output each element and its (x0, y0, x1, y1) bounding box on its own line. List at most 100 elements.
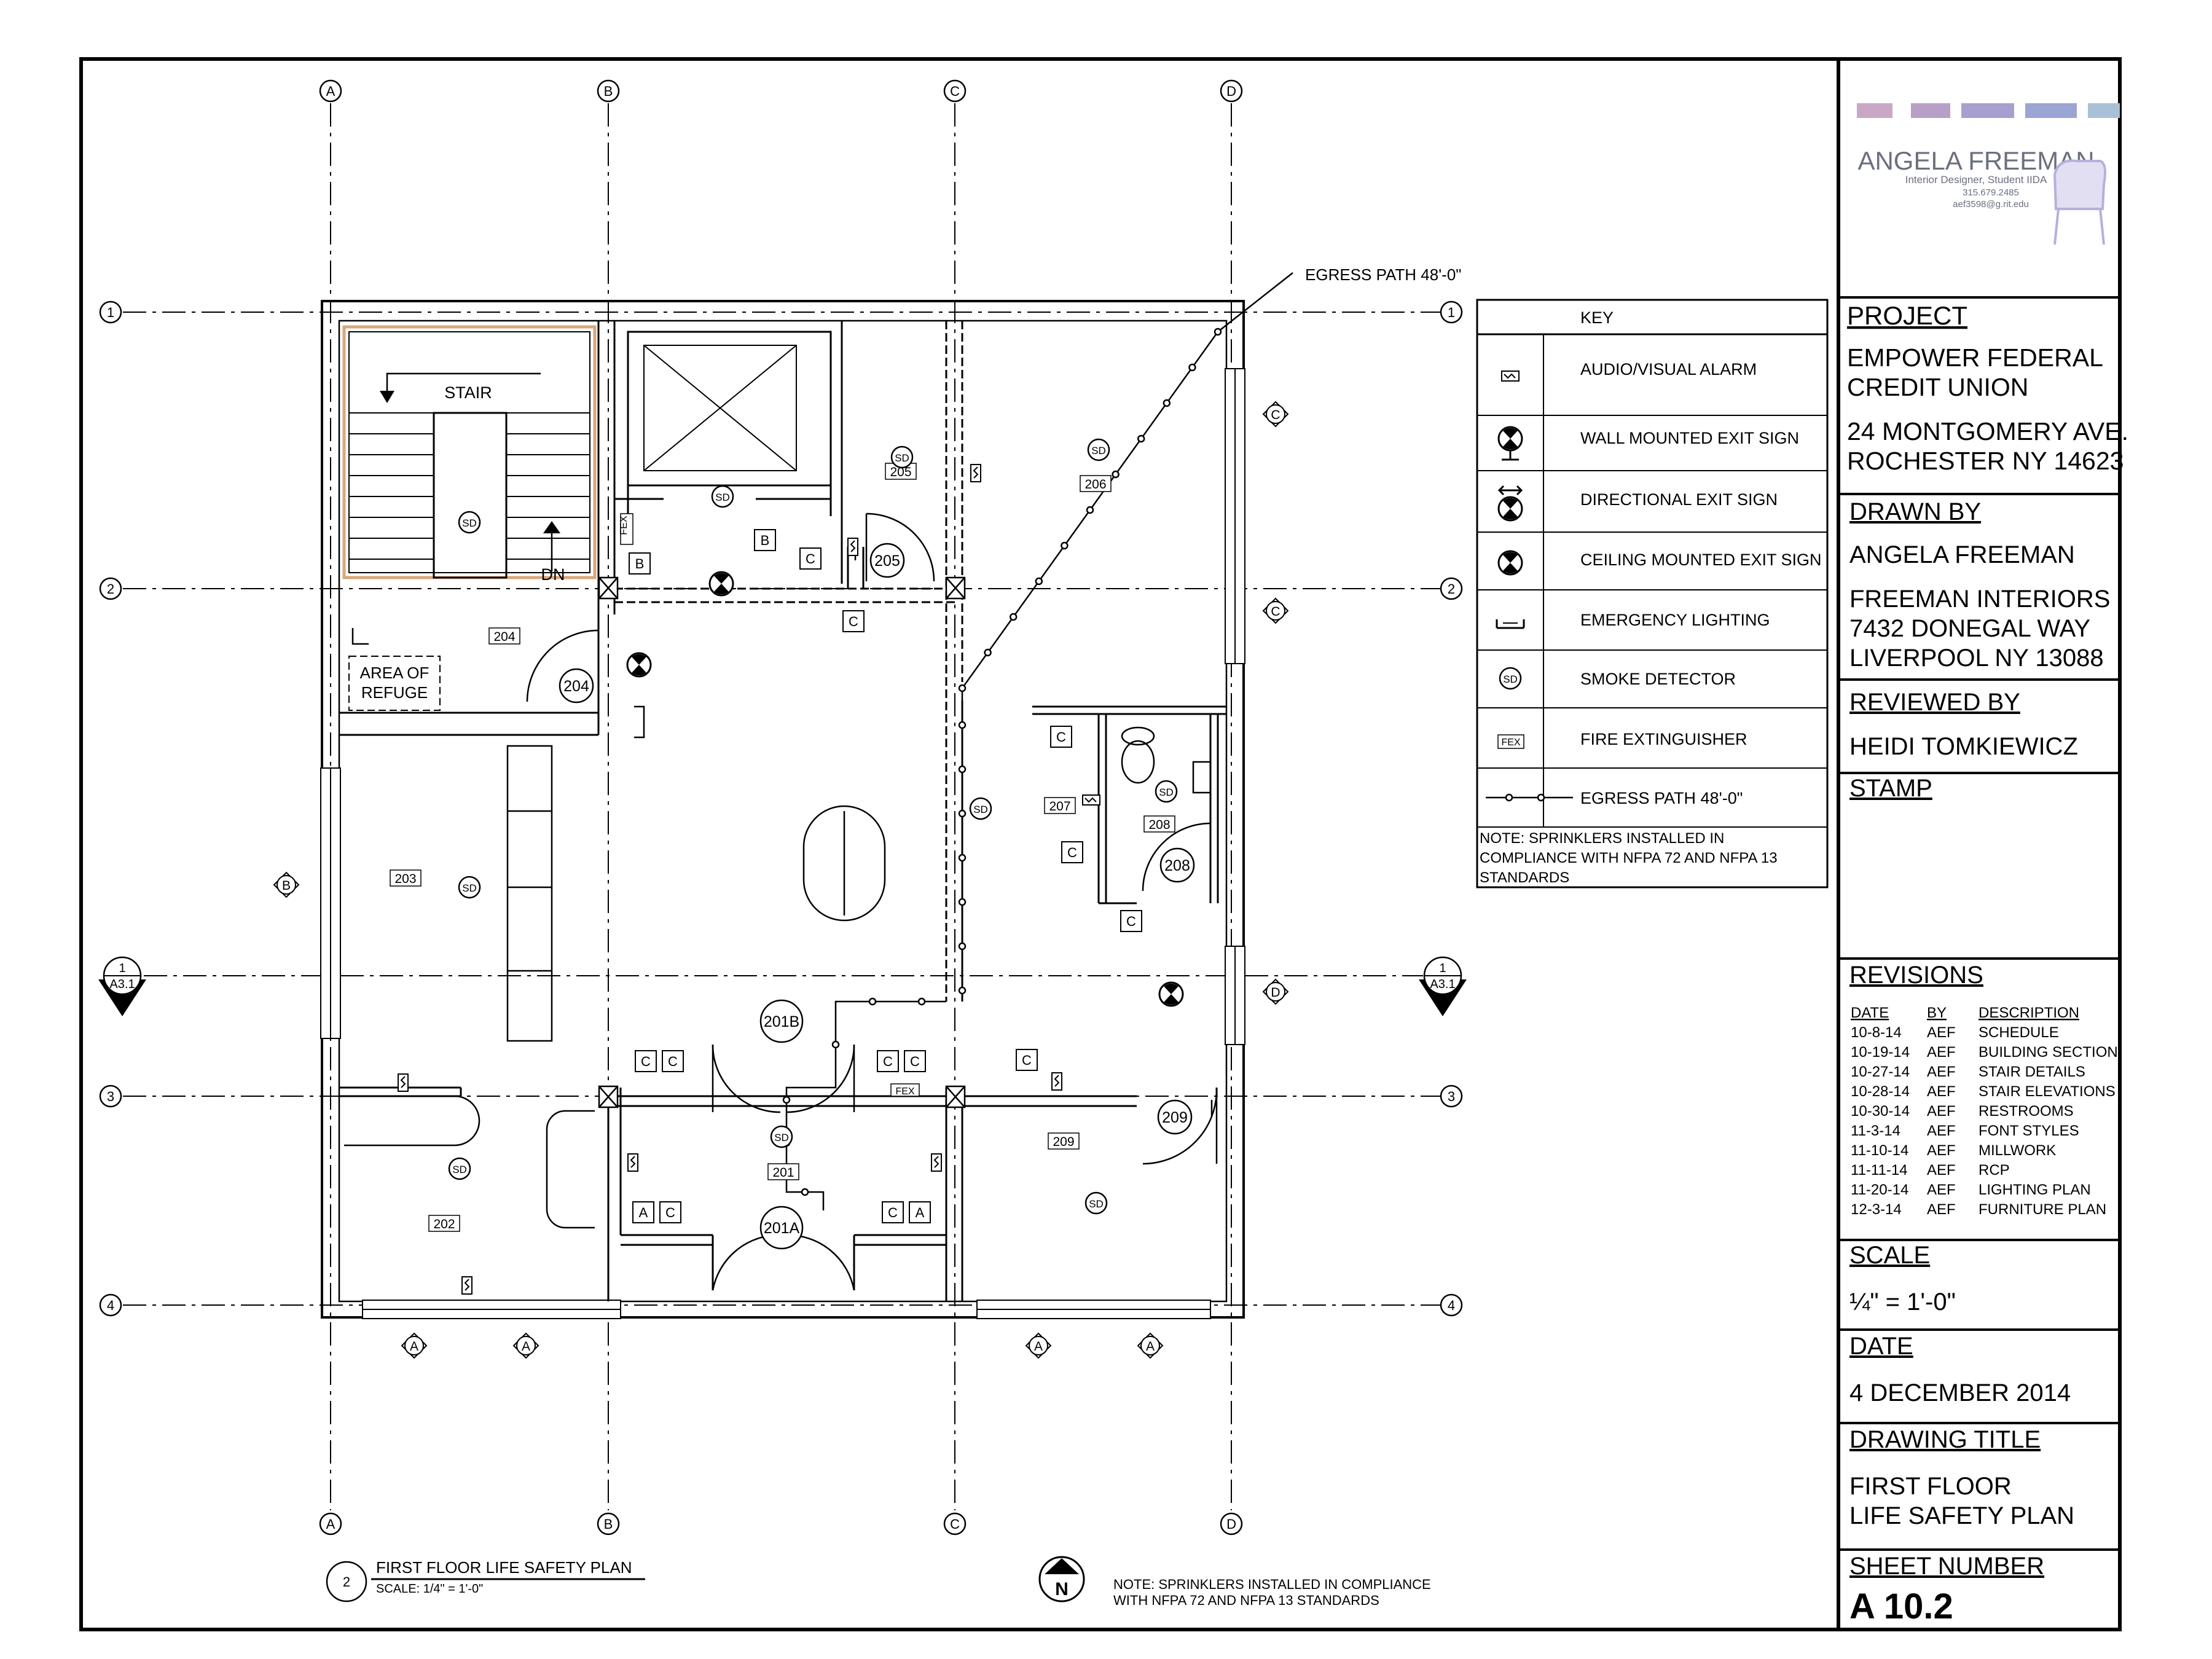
key-directional-exit-sign-icon (1497, 485, 1523, 522)
svg-text:ROCHESTER NY 14623: ROCHESTER NY 14623 (1847, 447, 2124, 475)
svg-text:C: C (888, 1205, 898, 1220)
svg-text:FEX: FEX (619, 516, 629, 535)
room-tag-205: 205 (885, 463, 917, 480)
window-tag-a-bottom-1: A (401, 1332, 428, 1359)
svg-text:C: C (1126, 914, 1136, 929)
svg-text:DRAWING TITLE: DRAWING TITLE (1849, 1426, 2041, 1453)
egress-node (958, 684, 967, 692)
title-block-drawing-title: DRAWING TITLE FIRST FLOOR LIFE SAFETY PL… (1849, 1426, 2074, 1529)
egress-node (958, 721, 967, 729)
revision-by: AEF (1927, 1044, 1956, 1061)
grid-bubble-row-3-left: 3 (99, 1084, 122, 1108)
revision-date: 12-3-14 (1851, 1201, 1902, 1218)
svg-text:¼" = 1'-0": ¼" = 1'-0" (1849, 1288, 1956, 1316)
revision-by: AEF (1927, 1201, 1956, 1218)
svg-text:C: C (665, 1205, 675, 1220)
svg-text:209: 209 (1053, 1135, 1074, 1149)
svg-text:EMPOWER FEDERAL: EMPOWER FEDERAL (1847, 343, 2103, 372)
egress-node (801, 1188, 809, 1196)
svg-text:N: N (1055, 1579, 1069, 1599)
grid-bubble-row-3-right: 3 (1440, 1084, 1463, 1108)
title-block-date: DATE 4 DECEMBER 2014 (1849, 1333, 2071, 1406)
svg-text:SCALE: 1/4" = 1'-0": SCALE: 1/4" = 1'-0" (376, 1582, 483, 1596)
egress-node (1061, 541, 1069, 550)
brand-email: aef3598@g.rit.edu (1953, 199, 2029, 210)
stair: STAIR DN (342, 325, 597, 584)
key-note-line3: STANDARDS (1480, 869, 1569, 886)
key-label-smoke-detector: SMOKE DETECTOR (1580, 670, 1736, 688)
svg-text:204: 204 (563, 678, 589, 695)
brand-phone: 315.679.2485 (1963, 187, 2019, 198)
revision-by: AEF (1927, 1142, 1956, 1159)
svg-text:FREEMAN INTERIORS: FREEMAN INTERIORS (1849, 586, 2110, 613)
grid-bubble-row-1-left: 1 (99, 300, 122, 324)
svg-text:D: D (1226, 84, 1236, 99)
svg-text:7432 DONEGAL WAY: 7432 DONEGAL WAY (1849, 615, 2090, 642)
revision-by: AEF (1927, 1024, 1956, 1041)
svg-text:PROJECT: PROJECT (1847, 301, 1967, 330)
door-tag-205: 205 (869, 543, 905, 578)
structural-columns (598, 576, 966, 1108)
svg-text:FEX: FEX (1501, 737, 1520, 748)
window-tag-d-right: D (1262, 978, 1289, 1005)
revision-description: LIGHTING PLAN (1979, 1182, 2091, 1198)
key-note-line2: COMPLIANCE WITH NFPA 72 AND NFPA 13 (1480, 850, 1778, 866)
svg-text:201: 201 (772, 1166, 794, 1180)
svg-text:C: C (668, 1054, 678, 1069)
grid-bubble-row-2-right: 2 (1440, 577, 1463, 600)
egress-node (958, 809, 967, 818)
egress-path-nodes (782, 327, 1222, 1196)
grid-bubble-col-d-top: D (1220, 79, 1243, 103)
svg-text:205: 205 (874, 552, 900, 570)
title-block-drawn-by: DRAWN BY ANGELA FREEMAN FREEMAN INTERIOR… (1849, 498, 2110, 672)
egress-node (782, 1096, 791, 1104)
grid-bubble-col-b-bottom: B (597, 1512, 620, 1535)
door-tag-201b: 201B (759, 999, 804, 1043)
window-tag-b-left: B (273, 871, 300, 898)
svg-text:A3.1: A3.1 (1430, 978, 1455, 991)
svg-text:DESCRIPTION: DESCRIPTION (1979, 1005, 2079, 1021)
title-block-rows (1838, 296, 2120, 1551)
egress-node (1112, 470, 1120, 479)
revision-date: 11-3-14 (1851, 1123, 1900, 1139)
egress-node (958, 986, 967, 995)
key-note-line1: NOTE: SPRINKLERS INSTALLED IN (1480, 830, 1724, 847)
svg-text:D: D (1226, 1516, 1236, 1532)
svg-text:C: C (883, 1054, 893, 1069)
room-tag-208: 208 (1143, 815, 1175, 833)
egress-node (1035, 577, 1043, 586)
revision-by: AEF (1927, 1162, 1956, 1179)
revision-by: AEF (1927, 1123, 1956, 1139)
revision-date: 10-28-14 (1851, 1083, 1910, 1100)
svg-text:REVISIONS: REVISIONS (1849, 962, 1983, 989)
plan-note-line2: WITH NFPA 72 AND NFPA 13 STANDARDS (1113, 1593, 1379, 1608)
plan-note-line1: NOTE: SPRINKLERS INSTALLED IN COMPLIANCE (1113, 1577, 1431, 1592)
chair-logo-icon (2053, 159, 2106, 245)
egress-node (868, 997, 877, 1006)
svg-text:REFUGE: REFUGE (361, 683, 428, 702)
window-tag-a-bottom-3: A (1025, 1332, 1052, 1359)
svg-text:C: C (1271, 408, 1280, 422)
grid-bubble-row-4-right: 4 (1440, 1293, 1463, 1317)
room-tag-209: 209 (1048, 1132, 1080, 1150)
key-fire-extinguisher-icon: FEX (1497, 734, 1524, 749)
grid-bubble-row-1-right: 1 (1440, 300, 1463, 324)
window-tag-a-bottom-2: A (512, 1332, 539, 1359)
drawing-title-label: 2 FIRST FLOOR LIFE SAFETY PLAN SCALE: 1/… (326, 1558, 645, 1602)
svg-text:C: C (849, 614, 858, 629)
svg-text:208: 208 (1164, 857, 1190, 874)
room-tag-203: 203 (390, 869, 422, 887)
svg-text:B: B (282, 879, 291, 893)
svg-text:REVIEWED BY: REVIEWED BY (1849, 689, 2020, 716)
stair-label: STAIR (444, 383, 492, 402)
svg-text:B: B (761, 533, 770, 548)
door-tag-208: 208 (1159, 847, 1195, 883)
revision-by: AEF (1927, 1103, 1956, 1120)
interior-walls (339, 321, 1226, 1301)
svg-text:206: 206 (1084, 477, 1106, 492)
key-smoke-detector-icon (1499, 667, 1522, 690)
window-tag-c-right-1: C (1262, 401, 1289, 428)
grid-bubble-row-4-left: 4 (99, 1293, 122, 1317)
svg-text:C: C (1056, 729, 1066, 745)
